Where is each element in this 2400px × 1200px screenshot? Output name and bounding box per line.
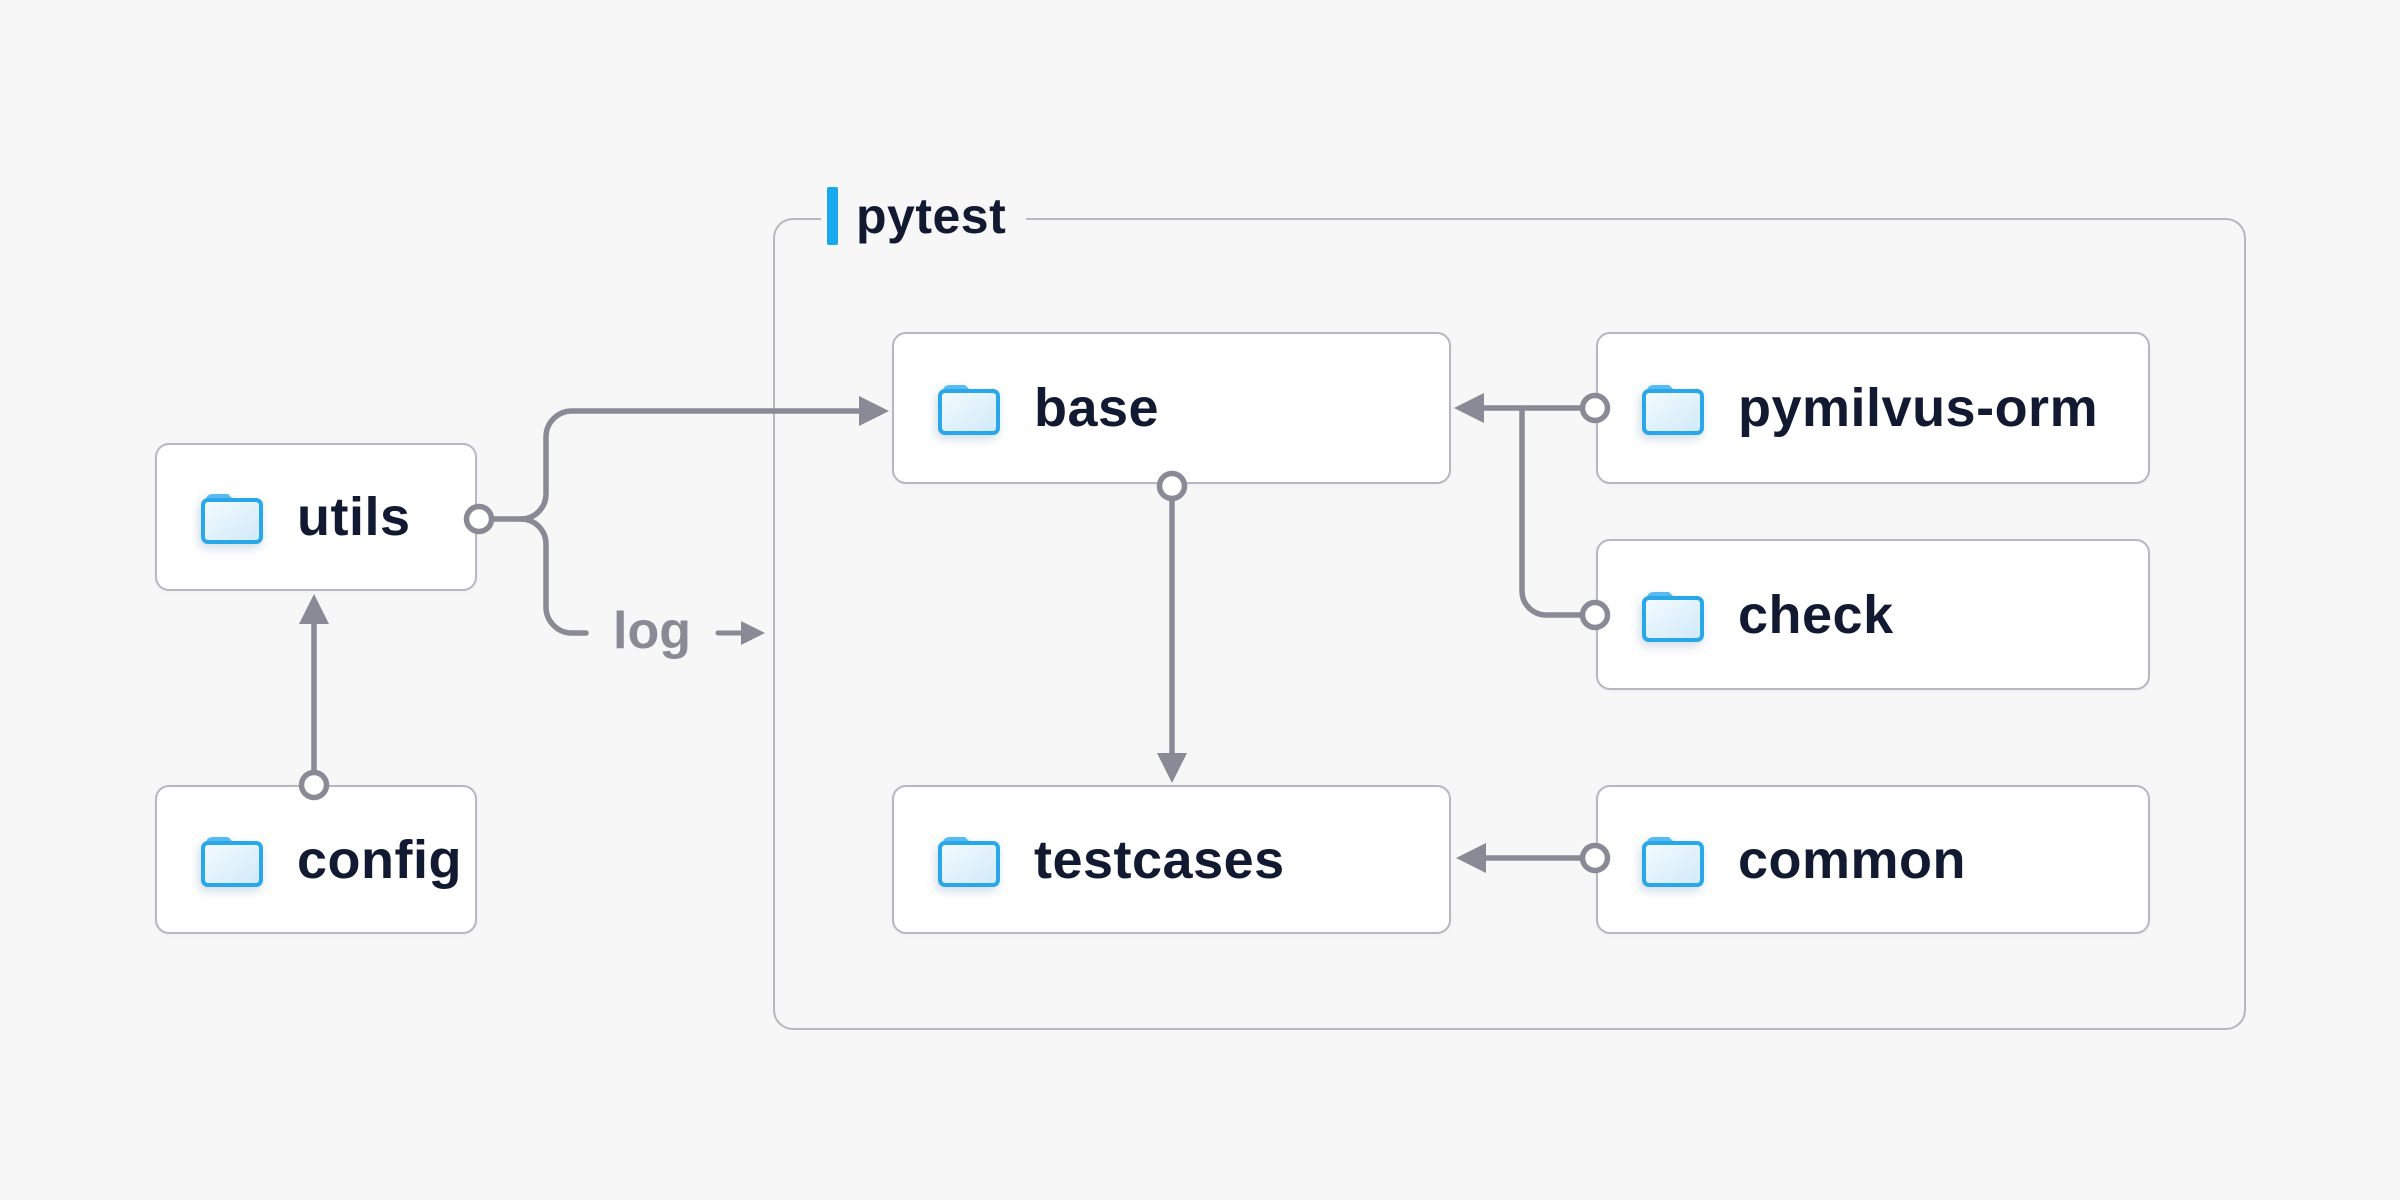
pytest-label-text: pytest — [856, 188, 1007, 244]
node-check[interactable]: check — [1596, 539, 2150, 690]
folder-icon — [936, 380, 1002, 436]
edge-utils-log — [518, 516, 589, 636]
folder-icon — [1640, 380, 1706, 436]
folder-icon — [199, 489, 265, 545]
node-config[interactable]: config — [155, 785, 477, 934]
folder-icon — [1640, 832, 1706, 888]
node-label: testcases — [1034, 829, 1285, 890]
folder-icon — [1640, 587, 1706, 643]
folder-icon — [936, 832, 1002, 888]
node-label: pymilvus-orm — [1738, 378, 2099, 438]
pytest-container-label: pytest — [821, 185, 1027, 247]
edge-label-log: log — [613, 602, 691, 660]
node-base[interactable]: base — [892, 332, 1451, 484]
node-pymilvus-orm[interactable]: pymilvus-orm — [1596, 332, 2150, 484]
folder-icon — [199, 832, 265, 888]
node-utils[interactable]: utils — [155, 443, 477, 591]
node-label: utils — [297, 487, 411, 547]
node-common[interactable]: common — [1596, 785, 2150, 934]
pytest-container — [773, 218, 2246, 1030]
node-label: config — [297, 829, 462, 890]
arrowhead-up-utils — [299, 594, 329, 624]
accent-bar — [827, 187, 838, 245]
node-label: base — [1034, 378, 1160, 438]
node-label: common — [1738, 829, 1967, 890]
node-testcases[interactable]: testcases — [892, 785, 1451, 934]
node-label: check — [1738, 584, 1894, 645]
arrowhead-right-log — [741, 621, 765, 645]
